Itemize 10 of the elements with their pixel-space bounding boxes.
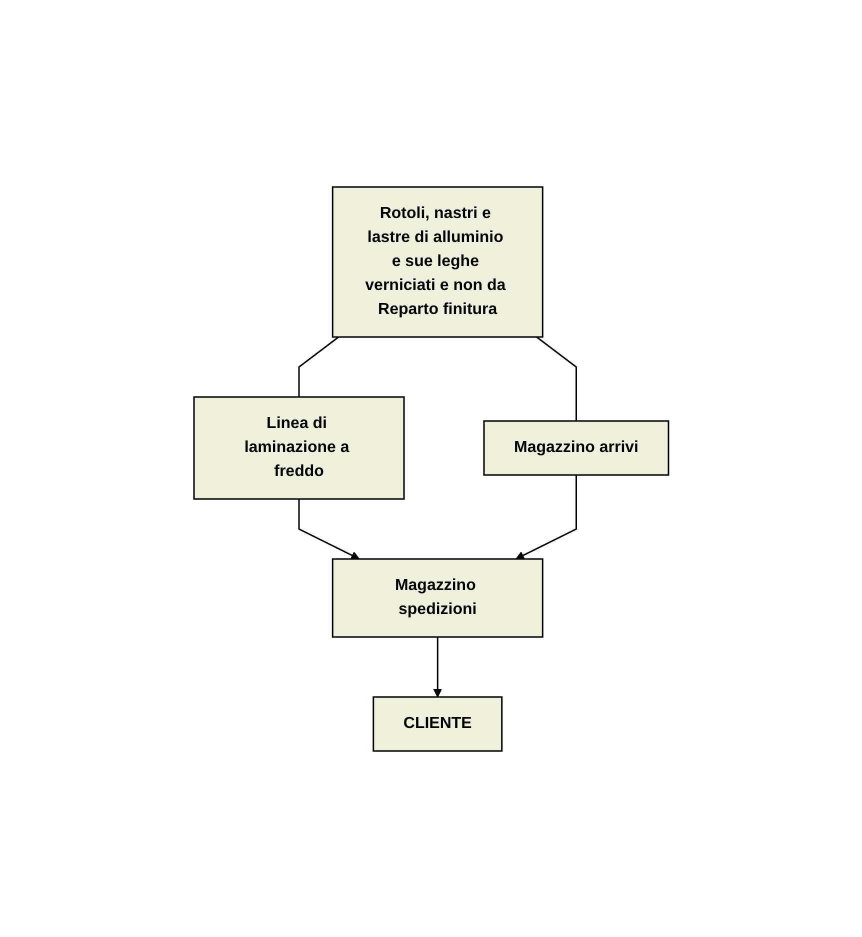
connector: [536, 336, 577, 420]
node-box: CLIENTE: [372, 696, 502, 752]
node-box: Magazzino arrivi: [483, 420, 669, 476]
node-box: Rotoli, nastri e lastre di alluminio e sue leghe verniciati e non da Reparto finitura: [332, 186, 544, 338]
connector: [298, 336, 339, 396]
arrow: [432, 636, 442, 697]
node-box: Linea di laminazione a freddo: [193, 396, 404, 500]
arrow: [515, 474, 577, 559]
arrow: [298, 498, 360, 559]
node-box: Magazzino spedizioni: [332, 558, 544, 638]
